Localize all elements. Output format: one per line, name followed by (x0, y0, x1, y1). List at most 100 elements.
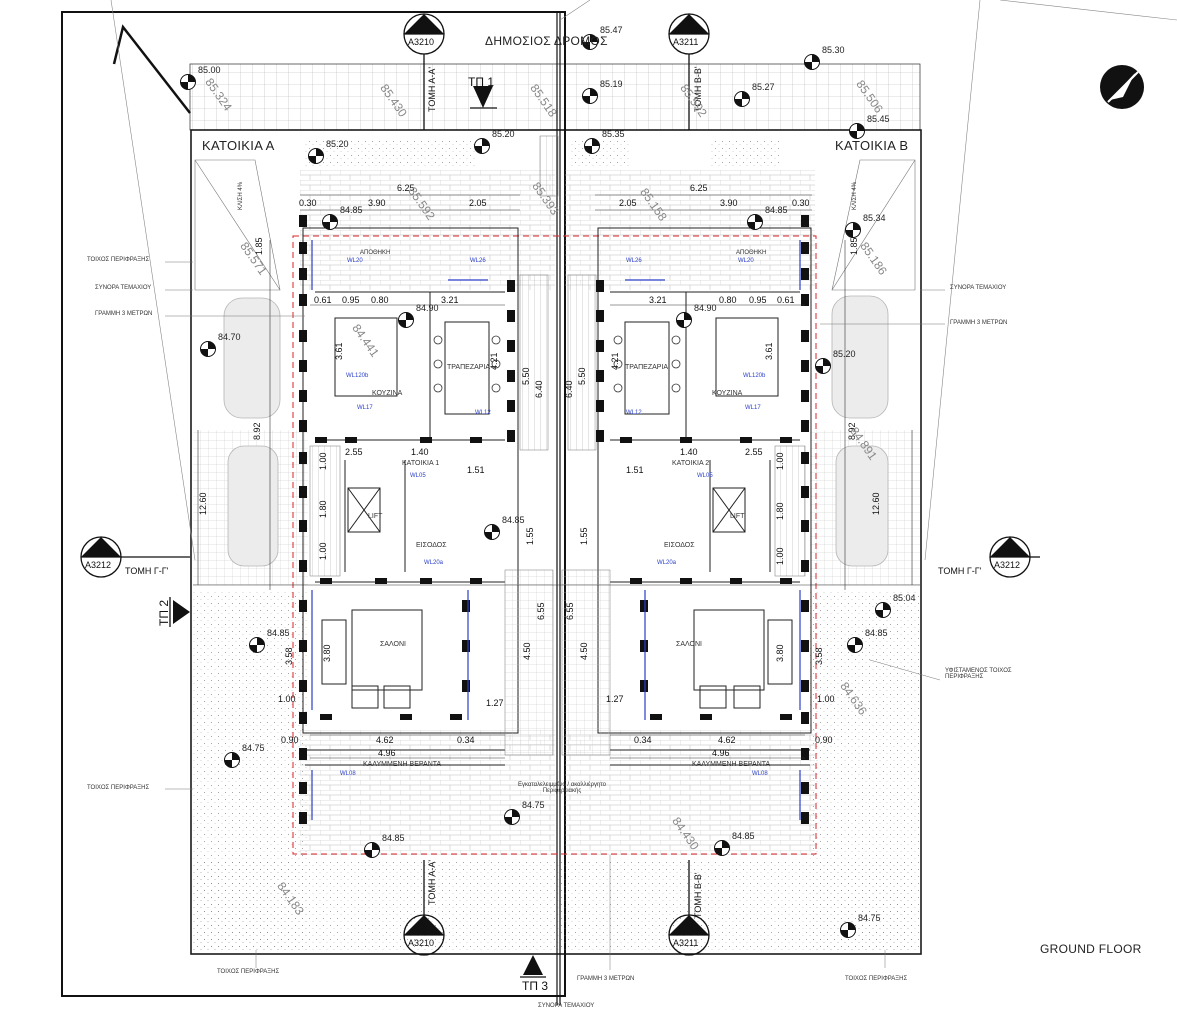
level-symbol-icon (582, 88, 598, 104)
dim-label: 1.00 (775, 452, 785, 470)
dim-label: 2.05 (619, 198, 637, 208)
dim-label: 0.95 (342, 295, 360, 305)
dim-label: 0.80 (371, 295, 389, 305)
dim-label: 0.95 (749, 295, 767, 305)
level-value: 84.90 (416, 303, 439, 313)
level-value: 84.75 (242, 743, 265, 753)
dim-label: 6.55 (565, 602, 575, 620)
section-gg-right-sheet: A3212 (994, 560, 1021, 570)
window-label: WL12 (475, 410, 491, 416)
dim-label: 4.62 (376, 735, 394, 745)
section-bb-top-sheet: A3211 (673, 37, 699, 47)
dim-label: 1.00 (817, 694, 835, 704)
dim-label: 5.50 (577, 367, 587, 385)
perimeter-wall-label-2: ΤΟΙΧΟΣ ΠΕΡΙΦΡΑΞΗΣ (87, 785, 150, 791)
level-symbol-icon (584, 138, 600, 154)
level-value: 84.85 (267, 628, 290, 638)
kitchen-a-label: ΚΟΥΖΙΝΑ (372, 390, 403, 397)
slope-label-b: ΚΛΙΣΗ 4% (852, 181, 858, 210)
dim-label: 3.21 (441, 295, 459, 305)
dining-b-label: ΤΡΑΠΕΖΑΡΙΑ (625, 364, 669, 371)
section-gg-left-label: ΤΟΜΗ Γ-Γ' (125, 566, 169, 576)
lift-a-label: LIFT (368, 513, 383, 520)
section-aa-top-label: ΤΟΜΗ Α-Α' (427, 66, 437, 112)
dim-label: 5.50 (521, 367, 531, 385)
window-label: WL05 (410, 473, 426, 479)
level-symbol-icon (308, 148, 324, 164)
level-symbol-icon (847, 637, 863, 653)
dim-label: 3.90 (720, 198, 738, 208)
house-a-label: ΚΑΤΟΙΚΙΑ Α (202, 138, 275, 153)
window-label: WL26 (626, 258, 642, 264)
dim-label: 0.80 (719, 295, 737, 305)
section-gg-left-sheet: A3212 (85, 560, 112, 570)
window-label: WL20 (738, 258, 754, 264)
window-label: WL20 (347, 258, 363, 264)
dim-label: 4.50 (579, 642, 589, 660)
veranda-b-label: ΚΑΛΥΜΜΕΝΗ ΒΕΡΑΝΤΑ (692, 761, 771, 768)
dim-label: 8.92 (252, 422, 262, 440)
dim-label: 4.21 (610, 352, 620, 370)
dim-label: 1.80 (318, 500, 328, 518)
level-symbol-icon (676, 312, 692, 328)
level-symbol-icon (804, 54, 820, 70)
window-label: WL20a (657, 560, 677, 566)
veranda-a-label: ΚΑΛΥΜΜΕΝΗ ΒΕΡΑΝΤΑ (363, 761, 442, 768)
dining-a-label: ΤΡΑΠΕΖΑΡΙΑ (447, 364, 491, 371)
dim-label: 1.40 (680, 447, 698, 457)
dim-label: 2.55 (345, 447, 363, 457)
tp3-label: ΤΠ 3 (522, 979, 549, 993)
tp2-label: ΤΠ 2 (157, 599, 171, 626)
dim-label: 4.96 (712, 748, 730, 758)
ground-floor-label: GROUND FLOOR (1040, 942, 1142, 956)
level-symbol-icon (180, 74, 196, 90)
dim-label: 3.61 (334, 342, 344, 360)
dim-label: 12.60 (871, 492, 881, 515)
tp1-label: ΤΠ 1 (468, 75, 495, 89)
window-label: WL120b (346, 373, 369, 379)
dim-label: 1.55 (579, 527, 589, 545)
section-gg-right-label: ΤΟΜΗ Γ-Γ' (938, 566, 982, 576)
level-symbol-icon (364, 842, 380, 858)
dim-label: 3.90 (368, 198, 386, 208)
level-value: 84.85 (382, 833, 405, 843)
storage-label-b: ΑΠΟΘΗΚΗ (736, 250, 767, 256)
entrance-a-label: ΕΙΣΟΔΟΣ (416, 542, 447, 549)
dim-label: 2.05 (469, 198, 487, 208)
level-value: 85.45 (867, 114, 890, 124)
level-symbol-icon (849, 123, 865, 139)
stair-b-label: ΚΑΤΟΙΚΙΑ 2 (672, 460, 710, 467)
section-bb-top-num: 1 (686, 20, 692, 30)
level-value: 84.70 (218, 332, 241, 342)
level-symbol-icon (582, 34, 598, 50)
kitchen-b-label: ΚΟΥΖΙΝΑ (712, 390, 743, 397)
level-value: 85.20 (833, 349, 856, 359)
dim-label: 0.30 (792, 198, 810, 208)
level-symbol-icon (249, 637, 265, 653)
level-value: 84.85 (502, 515, 525, 525)
dim-label: 1.40 (411, 447, 429, 457)
dim-label: 1.55 (525, 527, 535, 545)
section-aa-bottom-num: 1 (421, 921, 427, 931)
dim-label: 6.40 (564, 380, 574, 398)
dim-label: 1.27 (486, 698, 504, 708)
level-value: 85.04 (893, 593, 916, 603)
level-value: 84.75 (522, 800, 545, 810)
level-symbol-icon (322, 214, 338, 230)
dim-label: 1.51 (626, 465, 644, 475)
dim-label: 0.61 (314, 295, 332, 305)
level-value: 85.35 (602, 129, 625, 139)
section-aa-top-sheet: A3210 (408, 37, 435, 47)
perimeter-wall-label-4: ΤΟΙΧΟΣ ΠΕΡΙΦΡΑΞΗΣ (845, 976, 908, 982)
level-value: 85.34 (863, 213, 886, 223)
dim-label: 4.50 (522, 642, 532, 660)
level-value: 85.19 (600, 79, 623, 89)
plot-boundary-label-1: ΣΥΝΟΡΑ ΤΕΜΑΧΙΟΥ (95, 285, 152, 291)
dim-label: 3.58 (284, 647, 294, 665)
level-symbol-icon (398, 312, 414, 328)
window-label: WL20a (424, 560, 444, 566)
level-value: 84.85 (765, 205, 788, 215)
section-aa-top-num: 1 (421, 20, 427, 30)
dim-label: 6.25 (397, 183, 415, 193)
level-symbol-icon (484, 524, 500, 540)
